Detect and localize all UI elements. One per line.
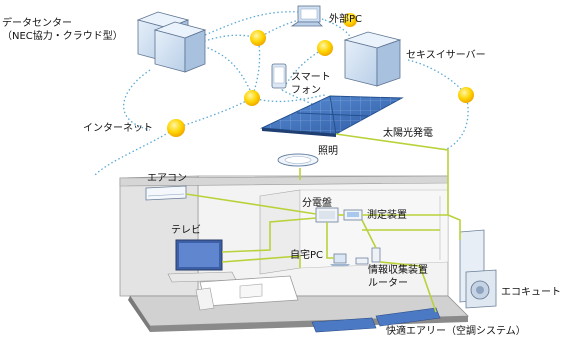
solar-panel-icon [260,95,404,137]
network-node-icon [458,87,474,103]
comfort-area-duct-icon [311,307,441,333]
ceiling-light-icon [277,153,319,167]
aircon-label: エアコン [147,173,187,184]
network-node-icon [317,40,333,56]
air-conditioner-icon [145,185,187,201]
router-label: ルーター [368,278,408,289]
network-node-icon [167,119,185,137]
tv-icon [167,239,237,283]
network-node-icon [343,13,357,27]
security-server-label: セキスイサーバー [406,50,486,61]
info-collector-label: 情報収集装置 [368,265,428,276]
ecocute-icon [459,229,497,309]
sofa-icon [195,275,299,311]
comfort-area-label: 快適エアリー（空調システム） [386,326,526,337]
smartphone-label: スマート [291,72,331,83]
smartphone-label-2: フォン [291,85,321,96]
ecocute-label: エコキュート [501,287,561,298]
tv-label: テレビ [171,225,201,236]
sekisui-server-icon [343,31,402,87]
external-pc-label: 外部PC [329,14,363,25]
distribution-board-icon [315,207,339,223]
network-node-icons [167,13,474,137]
datacenter-sublabel: （NEC協力・クラウド型） [2,31,123,42]
distribution-board-label: 分電盤 [302,198,332,209]
measurement-device-label: 測定装置 [367,210,407,221]
solar-power-label: 太陽光発電 [383,128,433,139]
datacenter-server-icon [136,11,207,73]
smartphone-icon [271,63,287,89]
lighting-label: 照明 [318,146,338,157]
measurement-device-icon [343,209,363,221]
internet-label: インターネット [83,123,153,134]
network-node-icon [250,30,266,46]
network-node-icon [244,90,260,106]
home-pc-icon [330,253,350,266]
power-wiring [185,133,461,313]
datacenter-label: データセンター [2,18,72,29]
external-pc-icon [290,5,323,27]
home-pc-label: 自宅PC [290,250,324,261]
